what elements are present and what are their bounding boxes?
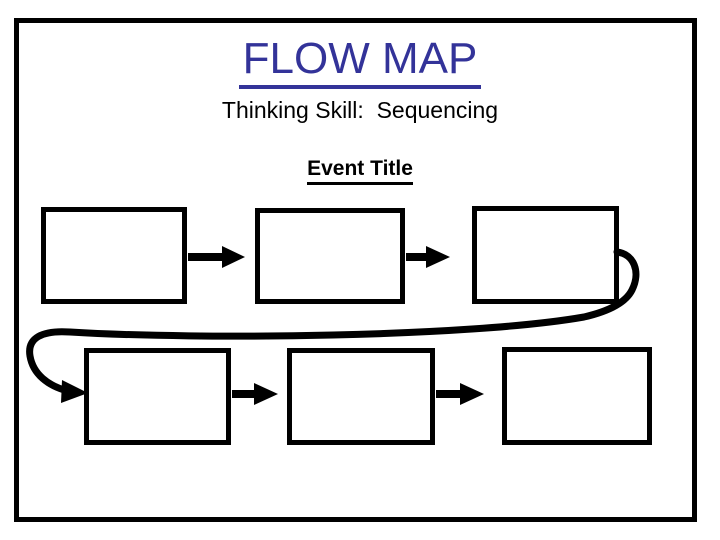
event-box-4[interactable] bbox=[84, 348, 231, 445]
event-title-heading: Event Title bbox=[0, 156, 720, 185]
event-box-2[interactable] bbox=[255, 208, 405, 304]
subtitle-thinking-skill: Thinking Skill: Sequencing bbox=[221, 97, 499, 123]
event-box-1[interactable] bbox=[41, 207, 187, 304]
event-box-3[interactable] bbox=[472, 206, 619, 304]
event-title-label: Event Title bbox=[307, 156, 413, 185]
event-box-5[interactable] bbox=[287, 348, 435, 445]
event-box-6[interactable] bbox=[502, 347, 652, 445]
